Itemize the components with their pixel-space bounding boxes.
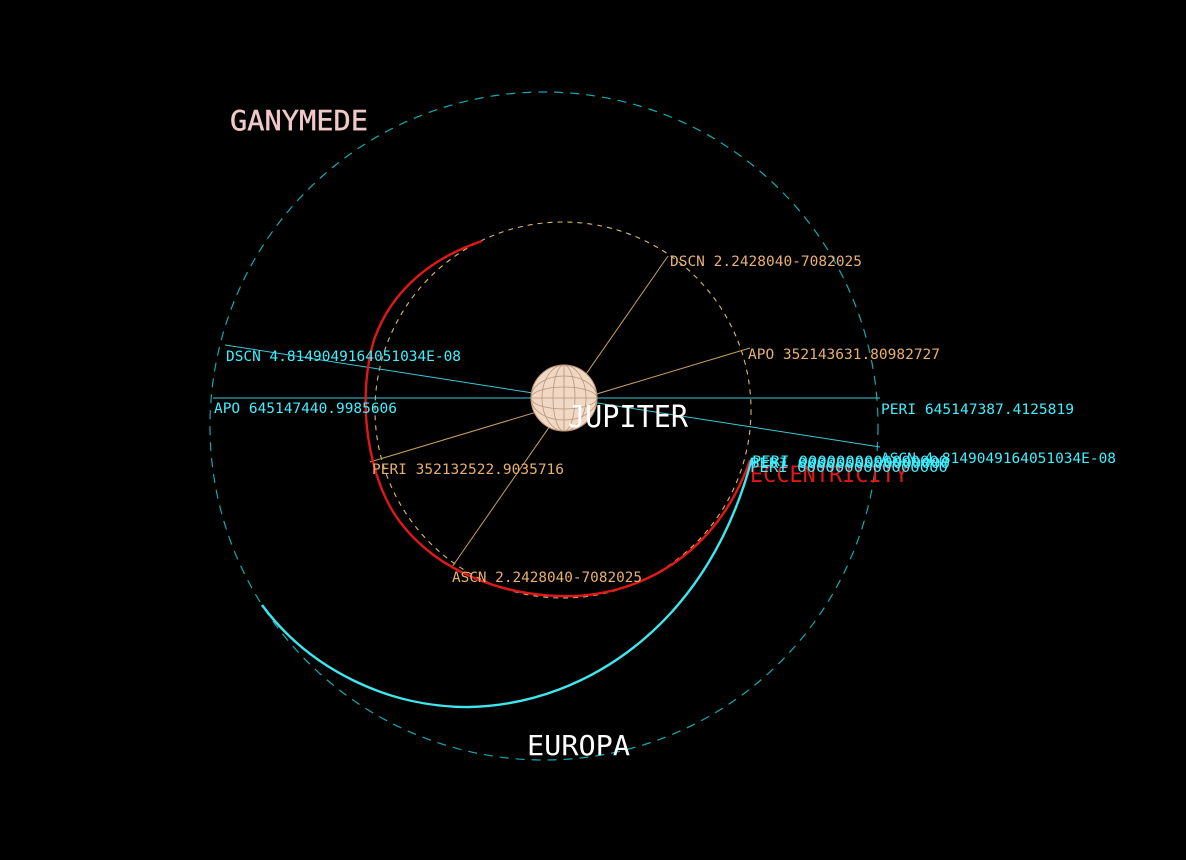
overlap-label-red: ECCENTRICITY [750,463,908,488]
outer-apoapsis-label: APO 645147440.9985606 [214,401,397,417]
inner-periapsis-label: PERI 352132522.9035716 [372,462,564,478]
ganymede-orbit [209,91,879,761]
overlap-label-cyan-1: PERI 0000000000000000 [750,456,950,472]
ganymede-label: GANYMEDE [230,104,368,137]
inner-ascending-node-label: ASCN 2.2428040-7082025 [452,570,642,586]
europa-label: EUROPA [527,729,630,762]
overlap-label-cyan-3: PERI 0000000000000000 [750,460,948,476]
outer-descending-node-label: DSCN 4.8149049164051034E-08 [226,349,461,365]
inner-descending-node-label: DSCN 2.2428040-7082025 [670,254,862,270]
cyan-trajectory [261,457,754,709]
outer-periapsis-label: PERI 645147387.4125819 [881,402,1074,418]
inner-apoapsis-label: APO 352143631.80982727 [748,347,940,363]
jupiter-label: JUPITER [568,400,689,435]
jupiter-planet [530,364,598,432]
europa-orbit [374,221,752,599]
red-trajectory [364,239,752,598]
outer-ascending-node-label: ASCN 4.8149049164051034E-08 [881,451,1116,467]
overlap-label-cyan-2: PERI 0000000000000000 [752,454,948,470]
